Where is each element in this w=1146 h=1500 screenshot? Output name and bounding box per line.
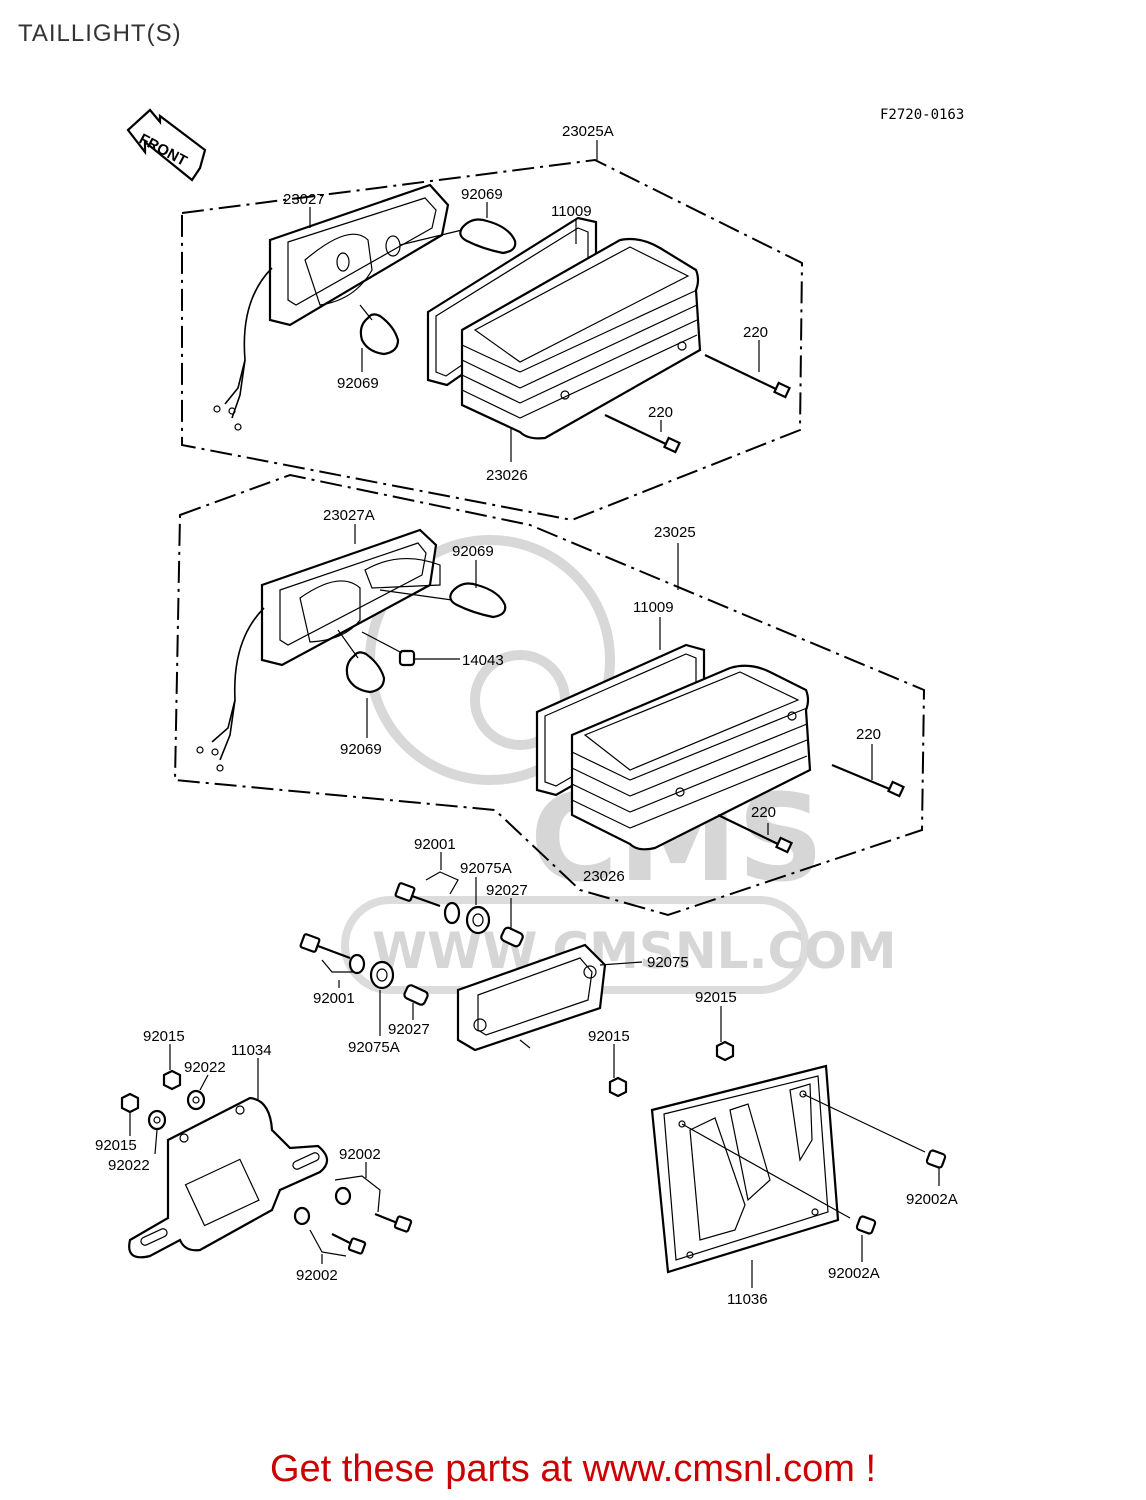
- washer-92022-b: [147, 1109, 167, 1131]
- front-arrow-icon: FRONT: [126, 108, 207, 182]
- spacer-92027-upper: [500, 926, 524, 948]
- callout-23025: 23025: [654, 524, 696, 541]
- callout-92001-b: 92001: [313, 990, 355, 1007]
- callout-92002A-a: 92002A: [906, 1191, 958, 1208]
- callout-92022-a: 92022: [184, 1059, 226, 1076]
- callout-23025A: 23025A: [562, 123, 614, 140]
- callout-23026-a: 23026: [486, 467, 528, 484]
- spacer-92027-lower: [403, 984, 429, 1006]
- nut-92015-b: [120, 1092, 140, 1114]
- watermark: CMS WWW.CMSNL.COM: [341, 535, 897, 994]
- nut-92015-c: [715, 1040, 735, 1062]
- screw-220-lower-b: [717, 814, 794, 854]
- nut-92015-d: [608, 1076, 628, 1098]
- callout-92027-a: 92027: [486, 882, 528, 899]
- callout-92002-a: 92002: [339, 1146, 381, 1163]
- screw-92002A-a: [802, 1093, 947, 1169]
- nut-92015-a: [162, 1069, 182, 1091]
- callout-220-b: 220: [648, 404, 673, 421]
- screw-220-upper-b: [604, 414, 682, 454]
- callout-92022-b: 92022: [108, 1157, 150, 1174]
- callout-92001-a: 92001: [414, 836, 456, 853]
- callout-11034: 11034: [231, 1042, 272, 1059]
- leaders-lower: [354, 524, 873, 835]
- taillight-base-23027: [213, 183, 450, 431]
- leaders-upper: [309, 140, 760, 462]
- callout-92015-d: 92015: [95, 1137, 137, 1154]
- callout-labels: 23025A 23027 92069 11009 220 92069 220 2…: [95, 123, 958, 1308]
- callout-23027A: 23027A: [323, 507, 375, 524]
- callout-92069-b: 92069: [337, 375, 379, 392]
- callout-23027: 23027: [283, 191, 325, 208]
- screw-220-lower-a: [831, 763, 906, 798]
- lamp-housing-92075: [456, 943, 643, 1052]
- screw-92002A-b: [681, 1123, 877, 1235]
- callout-11036: 11036: [727, 1291, 768, 1308]
- bracket-11034: [128, 1096, 329, 1259]
- callout-23026-b: 23026: [583, 868, 625, 885]
- parts-diagram: CMS WWW.CMSNL.COM FRONT F2720-0163: [95, 107, 964, 1308]
- callout-220-d: 220: [751, 804, 776, 821]
- bolt-92002-b: [293, 1206, 367, 1257]
- callout-92015-c: 92015: [143, 1028, 185, 1045]
- bulb-92069-lower-a: [379, 582, 507, 619]
- watermark-url: WWW.CMSNL.COM: [372, 922, 897, 980]
- callout-92015-b: 92015: [588, 1028, 630, 1045]
- bulb-92069-upper-a: [399, 218, 517, 255]
- upper-assembly-outline: [181, 158, 804, 522]
- callout-92069-d: 92069: [340, 741, 382, 758]
- callout-14043: 14043: [462, 652, 504, 669]
- callout-92075A-b: 92075A: [348, 1039, 400, 1056]
- callout-11009-a: 11009: [551, 203, 592, 220]
- bolt-92001-upper: [394, 871, 459, 908]
- callout-92002A-b: 92002A: [828, 1265, 880, 1282]
- callout-92002-b: 92002: [296, 1267, 338, 1284]
- socket-14043: [361, 631, 460, 667]
- callout-220-a: 220: [743, 324, 768, 341]
- callout-92015-a: 92015: [695, 989, 737, 1006]
- bolt-92001-lower: [299, 933, 366, 975]
- screw-220-upper-a: [704, 354, 792, 399]
- taillight-base-23027A: [196, 528, 441, 772]
- lens-23026-upper: [460, 237, 702, 440]
- lower-assembly-outline: [173, 473, 926, 917]
- callout-92069-c: 92069: [452, 543, 494, 560]
- callout-92027-b: 92027: [388, 1021, 430, 1038]
- lens-23026-lower: [570, 664, 812, 851]
- callout-92075A-a: 92075A: [460, 860, 512, 877]
- page-title: TAILLIGHT(S): [18, 20, 182, 47]
- diagram-code: F2720-0163: [880, 107, 964, 123]
- callout-220-c: 220: [856, 726, 881, 743]
- callout-92075: 92075: [647, 954, 689, 971]
- promo-link[interactable]: Get these parts at www.cmsnl.com !: [269, 1448, 877, 1490]
- bulb-92069-upper-b: [359, 304, 400, 356]
- plate-holder-11036: [650, 1064, 840, 1274]
- callout-92069-a: 92069: [461, 186, 503, 203]
- washer-92022-a: [186, 1089, 206, 1111]
- bulb-92069-lower-b: [337, 629, 386, 694]
- washer-92075A-lower: [369, 960, 395, 990]
- washer-92075A-upper: [443, 901, 491, 935]
- bolt-92002-a: [334, 1175, 413, 1233]
- leaders-hardware: [129, 852, 940, 1288]
- callout-11009-b: 11009: [633, 599, 674, 616]
